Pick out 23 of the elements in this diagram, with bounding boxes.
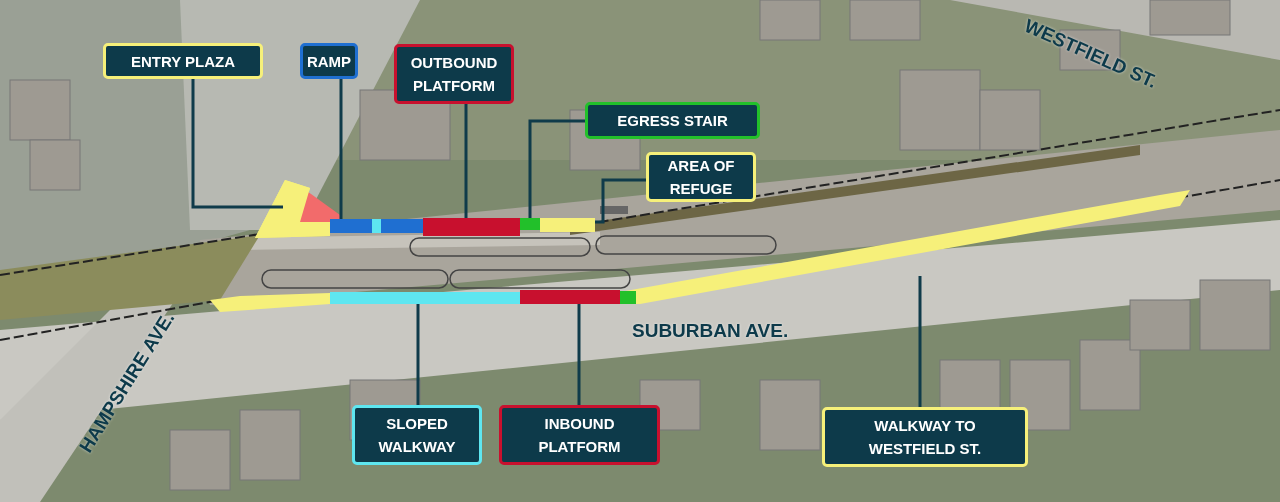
leader-line	[918, 276, 922, 407]
callout-label: WALKWAY TO WESTFIELD ST.	[822, 407, 1028, 467]
leader-line	[339, 79, 343, 219]
leader-line	[595, 178, 646, 224]
sloped-walkway-bar	[330, 292, 520, 304]
callout-label: OUTBOUND PLATFORM	[394, 44, 514, 104]
callout-label: AREA OF REFUGE	[646, 152, 756, 202]
leader-line	[416, 304, 420, 405]
callout-label: EGRESS STAIR	[585, 102, 760, 139]
leader-line	[191, 79, 283, 209]
callout-label: ENTRY PLAZA	[103, 43, 263, 79]
callout-label: RAMP	[300, 43, 358, 79]
callout-label: SLOPED WALKWAY	[352, 405, 482, 465]
leader-line	[528, 119, 585, 218]
refuge-area-bar	[540, 218, 595, 232]
callout-label: INBOUND PLATFORM	[499, 405, 660, 465]
stair-bar	[520, 218, 540, 230]
leader-line	[577, 304, 581, 405]
leader-line	[464, 104, 468, 218]
ramp-bar	[330, 219, 423, 233]
platform-bar	[423, 218, 520, 236]
platform-bar	[520, 290, 620, 304]
street-name: SUBURBAN AVE.	[632, 320, 789, 342]
